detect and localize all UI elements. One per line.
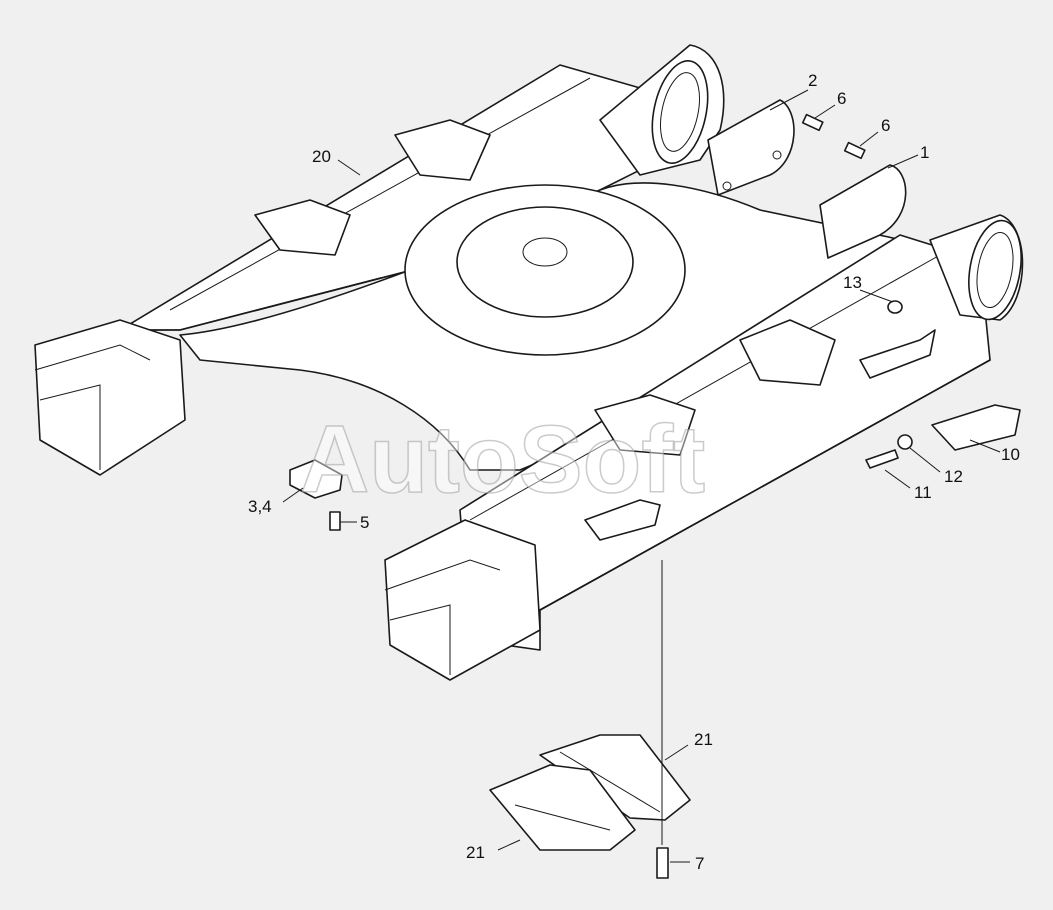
rack-part-mid <box>584 499 661 541</box>
washer-part-12 <box>897 434 913 450</box>
cover-part-1 <box>819 164 907 259</box>
callout-12: 12 <box>944 467 963 486</box>
rack-part-10 <box>931 404 1021 451</box>
watermark: AutoSoft <box>300 406 705 513</box>
track-frame <box>34 44 1024 681</box>
bolt-part-7 <box>656 847 669 879</box>
bolt-part-6-upper <box>801 113 824 132</box>
bolt-part-6-lower <box>843 141 866 160</box>
callout-20: 20 <box>312 147 331 166</box>
leader-lines <box>282 89 1001 863</box>
plate-part-21-upper <box>539 734 691 821</box>
bolt-part-11 <box>865 449 899 469</box>
callout-6-lower: 6 <box>881 116 890 135</box>
rack-part-13 <box>859 329 936 379</box>
callout-13: 13 <box>843 273 862 292</box>
callout-21-upper: 21 <box>694 730 713 749</box>
callout-21-lower: 21 <box>466 843 485 862</box>
nut-part-13 <box>887 300 903 314</box>
bolt-part-5 <box>329 511 341 531</box>
callout-5: 5 <box>360 513 369 532</box>
callout-11: 11 <box>914 483 932 502</box>
callout-6-upper: 6 <box>837 89 846 108</box>
callout-10: 10 <box>1001 445 1020 464</box>
plate-part-21-lower <box>489 764 636 851</box>
callout-7: 7 <box>695 854 704 873</box>
callout-1: 1 <box>920 143 929 162</box>
callout-3-4: 3,4 <box>248 497 272 516</box>
callout-2: 2 <box>808 71 817 90</box>
